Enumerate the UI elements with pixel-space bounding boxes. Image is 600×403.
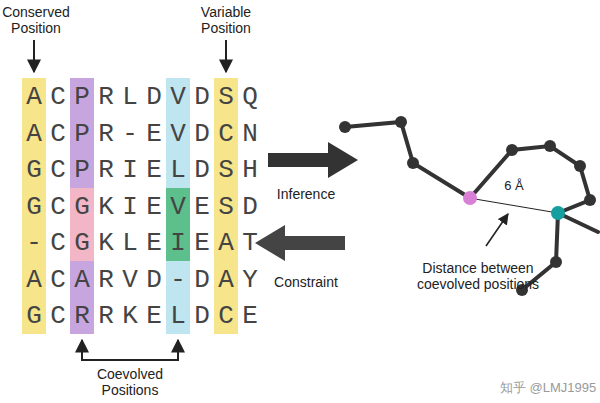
residue-letter: L — [166, 157, 190, 183]
residue-letter: C — [46, 267, 70, 293]
annotation-label: Variable Position — [186, 4, 266, 36]
residue-letter: P — [70, 84, 94, 110]
coevolved-column — [166, 78, 190, 334]
annotation-label: Coevolved Positions — [75, 366, 185, 398]
residue-letter: R — [94, 84, 118, 110]
residue-letter: C — [46, 121, 70, 147]
residue-letter: P — [70, 157, 94, 183]
residue-letter: G — [22, 194, 46, 220]
residue-letter: G — [22, 303, 46, 329]
residue-letter: E — [142, 157, 166, 183]
residue-letter: E — [142, 194, 166, 220]
residue-letter: R — [94, 267, 118, 293]
residue-letter: C — [46, 303, 70, 329]
residue-letter: R — [94, 303, 118, 329]
residue-letter: A — [22, 84, 46, 110]
residue-letter: A — [70, 267, 94, 293]
coevolution-bracket — [82, 341, 178, 360]
residue-letter: V — [166, 121, 190, 147]
residue-letter: P — [70, 121, 94, 147]
residue-letter: I — [166, 230, 190, 256]
residue-letter: D — [190, 84, 214, 110]
residue-letter: - — [118, 121, 142, 147]
residue-letter: E — [238, 303, 262, 329]
residue-letter: L — [118, 84, 142, 110]
coevolved-column — [70, 78, 94, 334]
residue-letter: V — [166, 194, 190, 220]
conserved-column — [22, 78, 46, 334]
residue-letter: V — [118, 267, 142, 293]
residue-letter: Y — [238, 267, 262, 293]
residue-letter: R — [94, 157, 118, 183]
residue-letter: A — [22, 121, 46, 147]
inference-arrow — [268, 142, 358, 178]
pointer-arrow — [225, 40, 227, 72]
annotation-label: Conserved Position — [0, 4, 81, 36]
residue-letter: T — [238, 230, 262, 256]
residue-letter: L — [166, 303, 190, 329]
residue-letter: D — [190, 121, 214, 147]
residue-letter: K — [94, 230, 118, 256]
residue-letter: N — [238, 121, 262, 147]
pointer-arrow — [177, 340, 179, 350]
distance-label: 6 Å — [489, 179, 539, 194]
residue-letter: - — [166, 267, 190, 293]
residue-letter: E — [190, 194, 214, 220]
residue-letter: D — [142, 267, 166, 293]
watermark: 知乎 @LMJ1995 — [493, 381, 600, 396]
substitution-cell — [166, 188, 190, 261]
residue-letter: D — [190, 157, 214, 183]
residue-letter: H — [238, 157, 262, 183]
residue-letter: A — [22, 267, 46, 293]
residue-letter: D — [190, 303, 214, 329]
residue-letter: Q — [238, 84, 262, 110]
arrow-label: Inference — [256, 186, 356, 202]
residue-letter: R — [70, 303, 94, 329]
residue-letter: V — [166, 84, 190, 110]
arrow-label: Constraint — [256, 274, 356, 290]
residue-letter: S — [214, 84, 238, 110]
residue-letter: C — [46, 194, 70, 220]
residue-letter: D — [238, 194, 262, 220]
residue-letter: - — [22, 230, 46, 256]
residue-letter: L — [118, 230, 142, 256]
residue-letter: S — [214, 157, 238, 183]
coevolved-atom — [551, 206, 565, 220]
substitution-cell — [70, 188, 94, 261]
molecule-atoms — [339, 116, 596, 296]
residue-letter: A — [214, 230, 238, 256]
residue-letter: A — [214, 267, 238, 293]
residue-letter: G — [22, 157, 46, 183]
residue-letter: E — [142, 121, 166, 147]
annotation-label: Distance between coevolved positions — [403, 260, 553, 292]
coevolved-atom — [463, 191, 477, 205]
residue-letter: R — [94, 121, 118, 147]
residue-letter: E — [190, 230, 214, 256]
variable-column — [214, 78, 238, 334]
residue-letter: E — [142, 303, 166, 329]
residue-letter: C — [214, 121, 238, 147]
residue-letter: K — [94, 194, 118, 220]
residue-letter: C — [46, 84, 70, 110]
residue-letter: I — [118, 194, 142, 220]
residue-letter: K — [118, 303, 142, 329]
constraint-arrow — [255, 225, 345, 261]
residue-letter: D — [142, 84, 166, 110]
residue-letter: S — [214, 194, 238, 220]
leader-arrow — [486, 214, 508, 246]
residue-letter: E — [142, 230, 166, 256]
pointer-arrow — [81, 340, 83, 350]
residue-letter: C — [46, 157, 70, 183]
residue-letter: C — [214, 303, 238, 329]
pointer-arrow — [33, 40, 35, 72]
residue-letter: I — [118, 157, 142, 183]
residue-letter: D — [190, 267, 214, 293]
residue-letter: C — [46, 230, 70, 256]
residue-letter: G — [70, 194, 94, 220]
distance-line — [475, 199, 552, 212]
residue-letter: G — [70, 230, 94, 256]
